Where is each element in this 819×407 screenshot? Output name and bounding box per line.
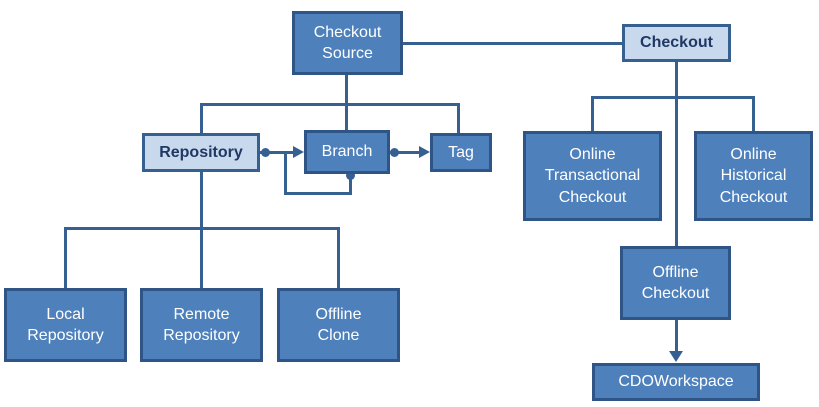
node-label: Offline Checkout <box>641 263 710 302</box>
node-label: Local Repository <box>27 305 104 344</box>
edge-checkoutsource-checkout <box>402 42 622 45</box>
edge-branch-selfloop-bottom <box>284 192 352 195</box>
node-remote-repository: Remote Repository <box>140 288 263 362</box>
arrowhead-into-branch <box>293 146 304 158</box>
node-label: Remote Repository <box>163 305 240 344</box>
edge-checkout-stem <box>675 62 678 99</box>
node-label: Checkout Source <box>313 23 382 62</box>
edge-branch-selfloop-left <box>284 151 287 195</box>
edge-repository-branch <box>260 151 296 154</box>
node-cdo-workspace: CDOWorkspace <box>592 363 760 401</box>
node-online-transactional-checkout: Online Transactional Checkout <box>523 131 662 221</box>
containment-dot-branch-right <box>390 148 399 157</box>
edge-top-tree-horizontal <box>200 103 460 106</box>
edge-repository-stem <box>200 172 203 230</box>
node-offline-checkout: Offline Checkout <box>620 246 731 320</box>
edge-checkoutsource-stem <box>345 75 348 106</box>
containment-dot-repository <box>261 148 270 157</box>
edge-drop-tag <box>457 103 460 134</box>
edge-drop-repository <box>200 103 203 134</box>
node-branch: Branch <box>304 130 390 174</box>
containment-dot-branch-bottom <box>346 171 355 180</box>
node-online-historical-checkout: Online Historical Checkout <box>694 131 813 221</box>
node-checkout-source: Checkout Source <box>292 11 403 75</box>
arrowhead-into-cdoworkspace <box>669 351 683 362</box>
node-label: Branch <box>321 143 373 161</box>
node-label: Repository <box>159 143 243 161</box>
edge-drop-online-historical <box>752 96 755 131</box>
node-label: Online Historical Checkout <box>719 146 788 206</box>
edge-drop-offline-clone <box>337 227 340 288</box>
edge-drop-online-transactional <box>591 96 594 131</box>
edge-drop-branch <box>345 103 348 131</box>
node-label: Offline Clone <box>315 305 362 344</box>
node-label: Tag <box>448 143 474 161</box>
node-repository: Repository <box>142 133 260 172</box>
edge-branch-tag <box>390 151 421 154</box>
arrowhead-into-tag <box>419 146 430 158</box>
node-local-repository: Local Repository <box>4 288 127 362</box>
node-checkout: Checkout <box>622 24 731 62</box>
edge-right-tree-horizontal <box>591 96 755 99</box>
edge-branch-selfloop-right <box>349 174 352 195</box>
node-label: Online Transactional Checkout <box>544 146 641 206</box>
edge-drop-remote-repository <box>200 227 203 288</box>
node-label: CDOWorkspace <box>618 373 734 391</box>
node-offline-clone: Offline Clone <box>277 288 400 362</box>
edge-offlinecheckout-cdoworkspace <box>675 320 678 353</box>
node-tag: Tag <box>430 133 492 172</box>
edge-drop-offline-checkout <box>675 96 678 246</box>
edge-drop-local-repository <box>64 227 67 288</box>
node-label: Checkout <box>640 34 713 52</box>
